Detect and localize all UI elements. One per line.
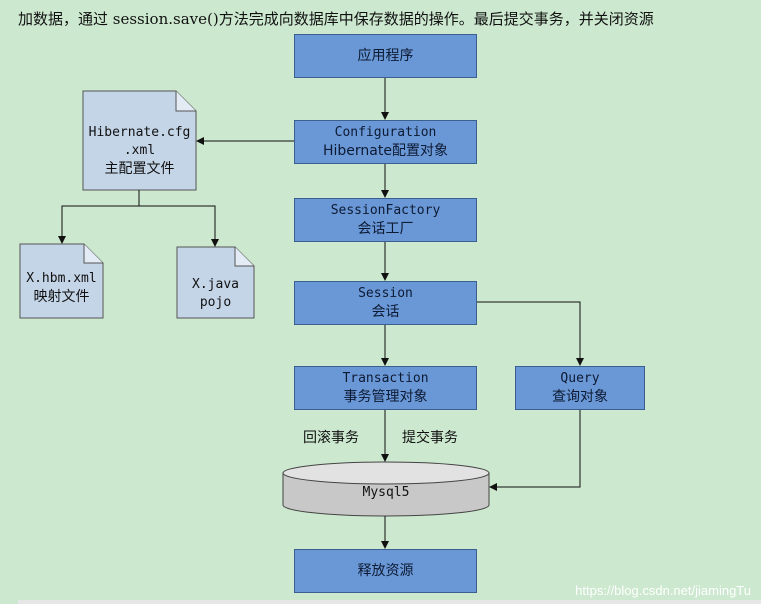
edge-cfgdoc-pojo <box>139 205 219 247</box>
doc-cfg-shape <box>82 90 197 191</box>
watermark-text: https://blog.csdn.net/jiamingTu <box>575 583 751 598</box>
edge-query-db <box>489 409 581 491</box>
edge-cfgdoc-hbm <box>58 190 140 244</box>
node-release: 释放资源 <box>294 549 477 593</box>
node-session: Session 会话 <box>294 281 477 325</box>
node-query-title: Query <box>560 371 600 386</box>
doc-cfg-text: Hibernate.cfg .xml 主配置文件 <box>83 124 196 178</box>
doc-pojo-line1: X.java <box>192 277 239 292</box>
node-session-factory-title: SessionFactory <box>330 203 441 218</box>
edge-label-commit: 提交事务 <box>402 430 458 446</box>
node-transaction-title: Transaction <box>342 371 429 386</box>
doc-cfg-line1: Hibernate.cfg <box>88 125 191 140</box>
database-label: Mysql5 <box>362 485 410 500</box>
doc-pojo-text: X.java pojo <box>177 276 254 312</box>
doc-cfg-line3: 主配置文件 <box>104 161 175 177</box>
doc-hbm-line2: 映射文件 <box>33 289 90 305</box>
node-configuration-title: Configuration <box>334 125 437 140</box>
node-configuration-subtitle: Hibernate配置对象 <box>323 143 448 159</box>
doc-pojo-line2: pojo <box>199 295 232 310</box>
node-query-subtitle: 查询对象 <box>552 389 608 405</box>
node-transaction: Transaction 事务管理对象 <box>294 366 477 410</box>
node-session-subtitle: 会话 <box>371 304 400 320</box>
node-session-factory-subtitle: 会话工厂 <box>357 221 414 237</box>
doc-cfg-line2: .xml <box>123 143 156 158</box>
header-text: 加数据，通过 session.save()方法完成向数据库中保存数据的操作。最后… <box>18 10 654 28</box>
node-app-label: 应用程序 <box>357 48 414 64</box>
edge-session-query <box>476 301 584 366</box>
node-release-label: 释放资源 <box>357 563 414 579</box>
node-configuration: Configuration Hibernate配置对象 <box>294 120 477 164</box>
node-session-factory: SessionFactory 会话工厂 <box>294 198 477 242</box>
doc-hbm-text: X.hbm.xml 映射文件 <box>20 270 103 306</box>
node-session-title: Session <box>358 286 413 301</box>
doc-hbm-line1: X.hbm.xml <box>26 271 97 286</box>
doc-hbm-shape <box>19 243 104 319</box>
bottom-strip <box>18 600 761 604</box>
doc-pojo-shape <box>176 246 255 319</box>
database-cylinder <box>282 461 490 517</box>
node-app: 应用程序 <box>294 34 477 78</box>
edge-label-rollback: 回滚事务 <box>303 430 359 446</box>
node-query: Query 查询对象 <box>515 366 645 410</box>
node-transaction-subtitle: 事务管理对象 <box>343 389 428 405</box>
